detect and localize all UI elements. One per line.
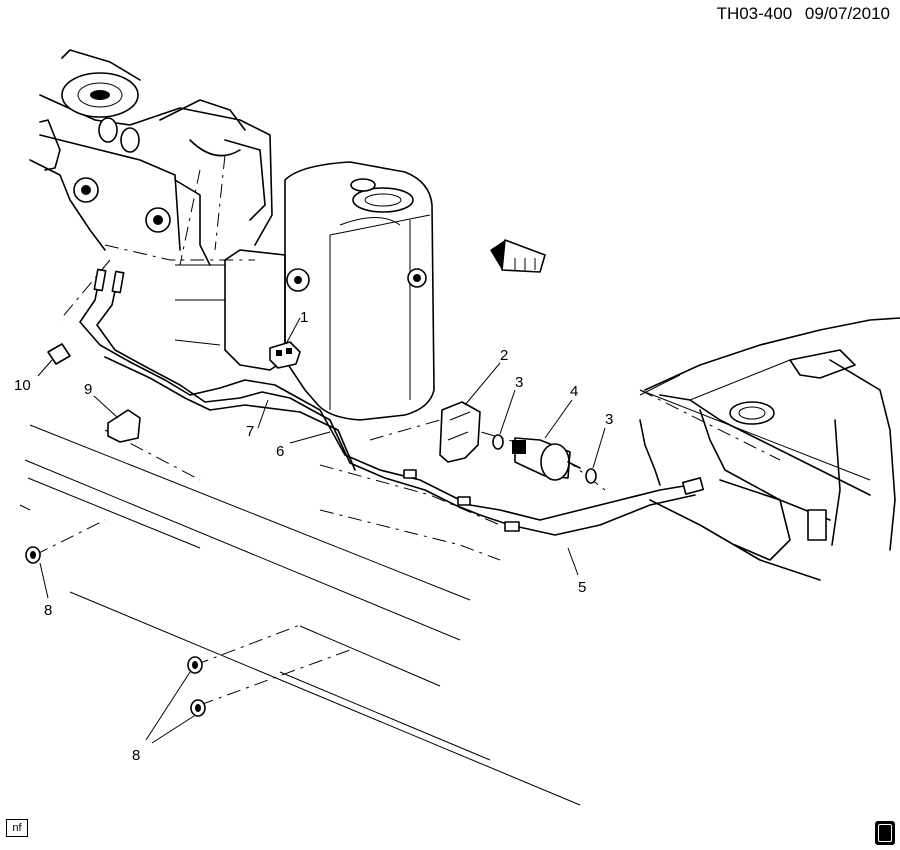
callout-4: 4 [570, 383, 578, 400]
rear-axle [29, 49, 273, 266]
callout-9: 9 [84, 381, 92, 398]
part-3-o-rings [492, 389, 606, 484]
part-9-clip [93, 395, 141, 443]
callout-1: 1 [300, 309, 308, 326]
callout-5: 5 [578, 579, 586, 596]
callout-labels: 1 2 3 4 3 5 6 7 8 8 9 10 [14, 309, 613, 764]
callout-3a: 3 [515, 374, 523, 391]
part-1-clip [269, 317, 301, 369]
fuel-lines [79, 268, 705, 536]
part-2-filter-bracket [439, 362, 501, 463]
direction-arrow-icon [490, 239, 546, 273]
front-frame [639, 317, 900, 581]
callout-3b: 3 [605, 411, 613, 428]
callout-7: 7 [246, 423, 254, 440]
fuel-tank [174, 161, 435, 421]
callout-8b: 8 [132, 747, 140, 764]
diagram-code: TH03-400 [716, 4, 793, 23]
nf-box: nf [6, 819, 28, 837]
callout-6: 6 [276, 443, 284, 460]
callout-leaders [257, 399, 579, 576]
callout-10: 10 [14, 377, 31, 394]
leader-lines [34, 154, 781, 706]
diagram-date: 09/07/2010 [804, 4, 890, 23]
part-10-label [37, 343, 71, 377]
callout-8a: 8 [44, 602, 52, 619]
diagram-header: TH03-400 09/07/2010 [709, 4, 890, 24]
callout-2: 2 [500, 347, 508, 364]
frame-rails [19, 424, 581, 806]
part-8-nuts [25, 546, 206, 744]
part-4-fuel-filter [512, 399, 581, 481]
gm-logo-icon [875, 821, 895, 845]
